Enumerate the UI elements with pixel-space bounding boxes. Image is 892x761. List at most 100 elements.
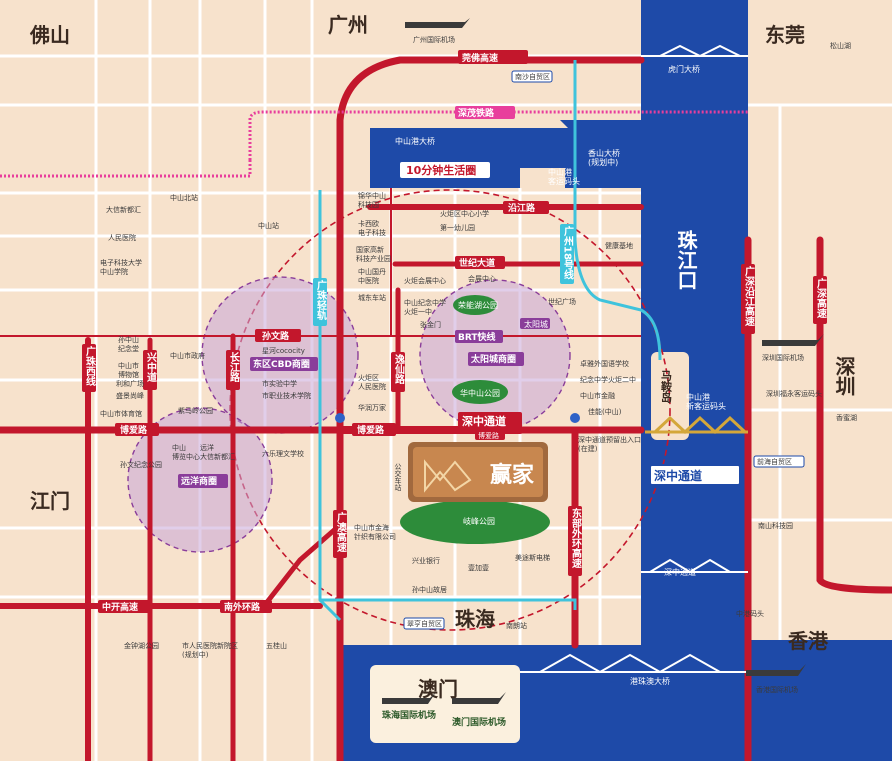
road-labels: 莞佛高速 深茂铁路 中山港大桥 10分钟生活圈 沿江路 世纪大道 BRT快线 孙… [82, 50, 827, 686]
poi-yichu: 壹加壹 [468, 563, 489, 572]
poi-zhongshan-wharf: 中港码头 [736, 609, 764, 618]
city-guangzhou: 广州 [328, 13, 368, 37]
poi-sungong: 孙中山故居 [412, 585, 447, 594]
label-shiji: 世纪大道 [459, 257, 495, 269]
label-yanjiang: 沿江路 [508, 202, 536, 214]
poi-zs-station: 中山站 [258, 221, 279, 230]
label-shenzhong-sub: 博爱路 [478, 431, 499, 440]
label-zhuao: 港珠澳大桥 [630, 676, 670, 686]
poi-d1: 第一幼儿园 [440, 223, 475, 232]
label-boai2: 博爱路 [357, 424, 385, 436]
poi-taiyang: 太阳城 [524, 319, 548, 329]
poi-renmin-hosp: 人民医院 [108, 233, 136, 242]
poi-huazhong-park: 华中山公园 [460, 388, 500, 398]
poi-huizhan: 会展中心 [468, 274, 496, 283]
shenmao-railway [248, 110, 748, 160]
pin-icon [570, 413, 580, 423]
airport-shenzhen: 深圳国际机场 [762, 353, 804, 362]
label-nanwai: 南外环路 [224, 601, 261, 613]
poi-zs-zhengfu: 中山市政府 [170, 351, 205, 360]
shenzhong-bridge-gold [645, 415, 748, 435]
zone-cbd-circle [201, 276, 359, 434]
water-bodies [340, 0, 892, 761]
city-shenzhen: 深圳 [832, 356, 856, 396]
poi-nanshan: 南山科技园 [758, 521, 793, 530]
zone-tags: 东区CBD商圈 太阳城商圈 远洋商圈 [178, 352, 524, 488]
label-guangao: 广澳高速 [335, 511, 347, 553]
poi-liheng: 利和广场 [116, 379, 144, 388]
poi-changkou: 城东车站 [358, 293, 386, 302]
poi-shengdi: 孙文纪念公园 [120, 460, 162, 469]
poi-zima: 紫马岭公园 [178, 406, 213, 415]
label-yixian: 逸仙路 [393, 353, 405, 385]
poi-jinmao: 张金门 [420, 320, 441, 329]
airplane-icon [452, 692, 506, 704]
label-shenzhong-lower: 深中通道 [664, 567, 696, 577]
poi-labels: 南沙自贸区 香山大桥(规划中) 中山港客运码头 中山北站 中山站 大信新都汇 人… [100, 41, 857, 659]
poi-nansha-ftz: 南沙自贸区 [515, 72, 550, 81]
airplane-icon [762, 334, 824, 346]
poi-guojia: 国家高新科技产业园 [356, 245, 391, 263]
label-changjiang: 长江路 [228, 351, 240, 383]
poi-shiji-plaza: 世纪广场 [548, 297, 576, 306]
poi-zsrm-new: 市人民医院新院区(规划中) [182, 641, 238, 659]
label-line18: 广州18号线 [562, 225, 575, 281]
poi-jiehe: 健康基地 [605, 241, 633, 250]
poi-xiangshan-bridge: 香山大桥(规划中) [588, 148, 620, 167]
poi-dasin: 大信新都汇 [106, 205, 141, 214]
poi-zs-new-port: 中山港新客运码头 [686, 392, 726, 411]
rongxin-park [453, 295, 497, 315]
poi-rongxin: 荣能湖公园 [458, 300, 498, 310]
zone-yuanyang-label: 远洋商圈 [181, 475, 217, 487]
poi-gongjiao: 公交车站 [394, 463, 402, 492]
label-humen: 虎门大桥 [668, 64, 700, 74]
poi-shenzhen-bwg: 深圳福永客运码头 [766, 389, 822, 398]
label-guangshen-yanjiang: 广深沿江高速 [743, 265, 755, 327]
light-rail-lines [318, 60, 662, 622]
poi-zs-jd: 中山市金海针织有限公司 [354, 523, 396, 541]
zone-cbd-label: 东区CBD商圈 [253, 358, 310, 370]
label-brt: BRT快线 [458, 331, 496, 343]
shenmao-railway-west [0, 160, 252, 178]
city-zhujiangkou: 珠江口 [674, 230, 698, 290]
city-dongguan: 东莞 [765, 23, 805, 47]
city-jiangmen: 江门 [30, 489, 70, 513]
airport-zhuhai: 珠海国际机场 [382, 709, 436, 721]
poi-xinghuan: 中山市金融 [580, 391, 615, 400]
poi-jin-shunhua: 锦华中山科技园 [358, 191, 386, 209]
poi-xingli: 星河cococity [262, 347, 305, 355]
city-foshan: 佛山 [29, 23, 70, 47]
airport-guangzhou: 广州国际机场 [413, 35, 455, 44]
poi-maan: 马鞍岛 [660, 370, 673, 404]
label-zhongshan-bridge: 中山港大桥 [395, 136, 435, 146]
pin-icon [335, 413, 345, 423]
poi-tiyuguan: 中山市体育馆 [100, 409, 142, 418]
poi-sunwen-jng: 孙中山纪念堂 [118, 335, 139, 353]
airplane-icon [382, 692, 436, 704]
airplane-icon [405, 18, 470, 28]
poi-songshan: 松山湖 [830, 41, 851, 50]
poi-qifeng: 岐峰公园 [463, 516, 495, 526]
poi-xiangmi: 香蜜湖 [836, 413, 857, 422]
poi-nanlang: 南朗站 [506, 621, 527, 630]
poi-dianzi-univ: 电子科技大学中山学院 [100, 258, 142, 276]
label-shenzhong-main: 深中通道 [462, 414, 506, 428]
poi-hj-school: 火炬区中心小学 [440, 209, 489, 218]
label-shenzhong-bridge: 深中通道 [654, 468, 702, 483]
label-guangzhu-rail: 广珠轻轨 [315, 279, 327, 321]
poi-zs-bwg: 中山市博物馆 [118, 361, 139, 379]
city-zhuhai: 珠海 [455, 607, 495, 631]
label-zhongkai: 中开高速 [102, 601, 138, 613]
poi-zs-guoxin: 中山国丹中医院 [358, 267, 386, 285]
poi-huarun: 华润万家 [358, 403, 386, 412]
poi-xingye: 兴业银行 [412, 556, 440, 565]
poi-zhuoya: 卓雅外国语学校 [580, 359, 629, 368]
bridges [520, 44, 760, 674]
poi-hj-huiyuan: 火炬会展中心 [404, 276, 446, 285]
city-macau: 澳门 [418, 677, 458, 701]
poi-qianhai: 前海自贸区 [757, 457, 792, 466]
poi-yy-dx: 远洋大信新都汇 [200, 443, 235, 461]
airplane-icon [746, 664, 806, 676]
poi-liuhua: 六乐理文学校 [262, 449, 304, 458]
